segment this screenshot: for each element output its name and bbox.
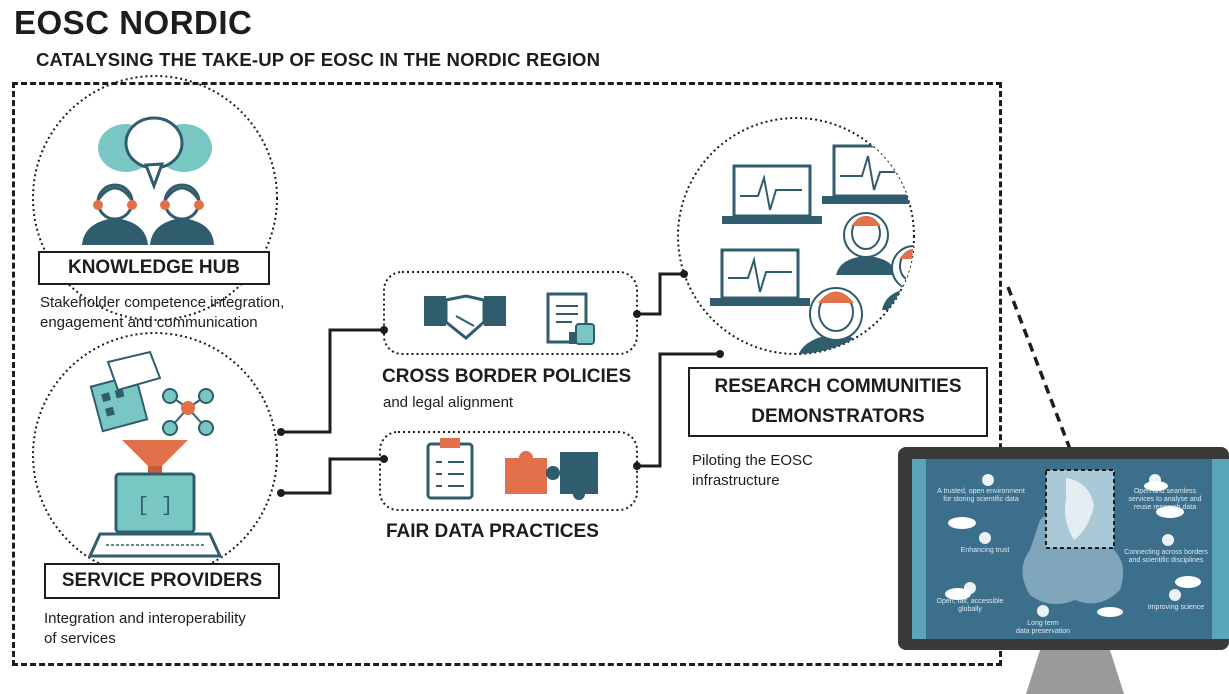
description-line: Stakeholder competence integration, [40,294,285,311]
screen-text: Improving science [1147,604,1205,611]
research-communities-description: Piloting the EOSC infrastructure [692,451,892,491]
description-line: engagement and communication [40,314,258,331]
svg-text:[ ]: [ ] [137,495,173,518]
connector-sp-to-fair-data [281,457,384,495]
cross-border-node [383,271,638,355]
connector-sp-to-cross-border [281,328,384,434]
puzzle-icon [505,451,598,500]
screen-text: Long term data preservation [1015,620,1071,635]
monitor-display [898,447,1229,694]
knowledge-hub-label: KNOWLEDGE HUB [38,251,270,285]
handshake-icon [424,294,506,340]
cross-border-label: CROSS BORDER POLICIES [382,366,632,387]
speech-bubble-icon [98,116,212,191]
knowledge-hub-node [32,75,278,321]
laptop-icon: [ ] [87,472,223,558]
connector-dots [277,270,724,497]
headset-person-icon [82,183,148,245]
knowledge-hub-description: Stakeholder competence integration, enga… [40,293,370,333]
research-communities-label: RESEARCH COMMUNITIES DEMONSTRATORS [688,367,988,437]
cloud-icon [945,481,1201,617]
screen-text: Open, fair, accessible globally [936,598,1004,613]
connector-rc-to-monitor [1006,286,1080,471]
fair-data-node [379,431,638,511]
research-communities-label-line: RESEARCH COMMUNITIES [714,376,962,397]
screen-text: Connecting across borders and scientific… [1124,549,1208,564]
chart-monitor-icon [822,144,914,204]
connector-fair-data-to-rc [637,352,720,468]
researcher-icon [882,245,914,310]
connector-lines [281,272,1080,495]
description-line: of services [44,630,116,647]
description-line: Integration and interoperability [44,610,246,627]
network-icon [162,388,214,436]
cross-border-description: and legal alignment [383,394,514,411]
dashed-frame [12,82,1002,666]
research-communities-node [677,117,915,355]
page-subtitle: CATALYSING THE TAKE-UP OF EOSC IN THE NO… [36,49,601,70]
database-icon [89,350,162,433]
description-line: infrastructure [692,472,780,489]
research-communities-label-line: DEMONSTRATORS [751,406,925,427]
chart-monitor-icon [710,248,810,306]
fair-data-label: FAIR DATA PRACTICES [386,521,599,542]
screen-text: Open and seamless services to analyse an… [1128,488,1202,511]
description-line: Piloting the EOSC [692,452,813,469]
service-providers-label: SERVICE PROVIDERS [44,563,280,599]
researcher-icon [836,212,896,275]
chart-monitor-icon [722,164,822,224]
connector-cross-border-to-rc [637,272,684,316]
service-providers-description: Integration and interoperability of serv… [44,609,344,649]
page-title: EOSC NORDIC [14,4,253,41]
document-thumbs-up-icon [546,292,595,345]
checklist-clipboard-icon [426,438,474,500]
funnel-icon [122,440,188,476]
headset-person-icon [150,183,214,245]
service-providers-node: [ ] [32,332,278,578]
monitor-stand [1026,650,1124,694]
screen-text: Enhancing trust [960,547,1010,554]
screen-text: A trusted, open environment for storing … [937,488,1025,503]
